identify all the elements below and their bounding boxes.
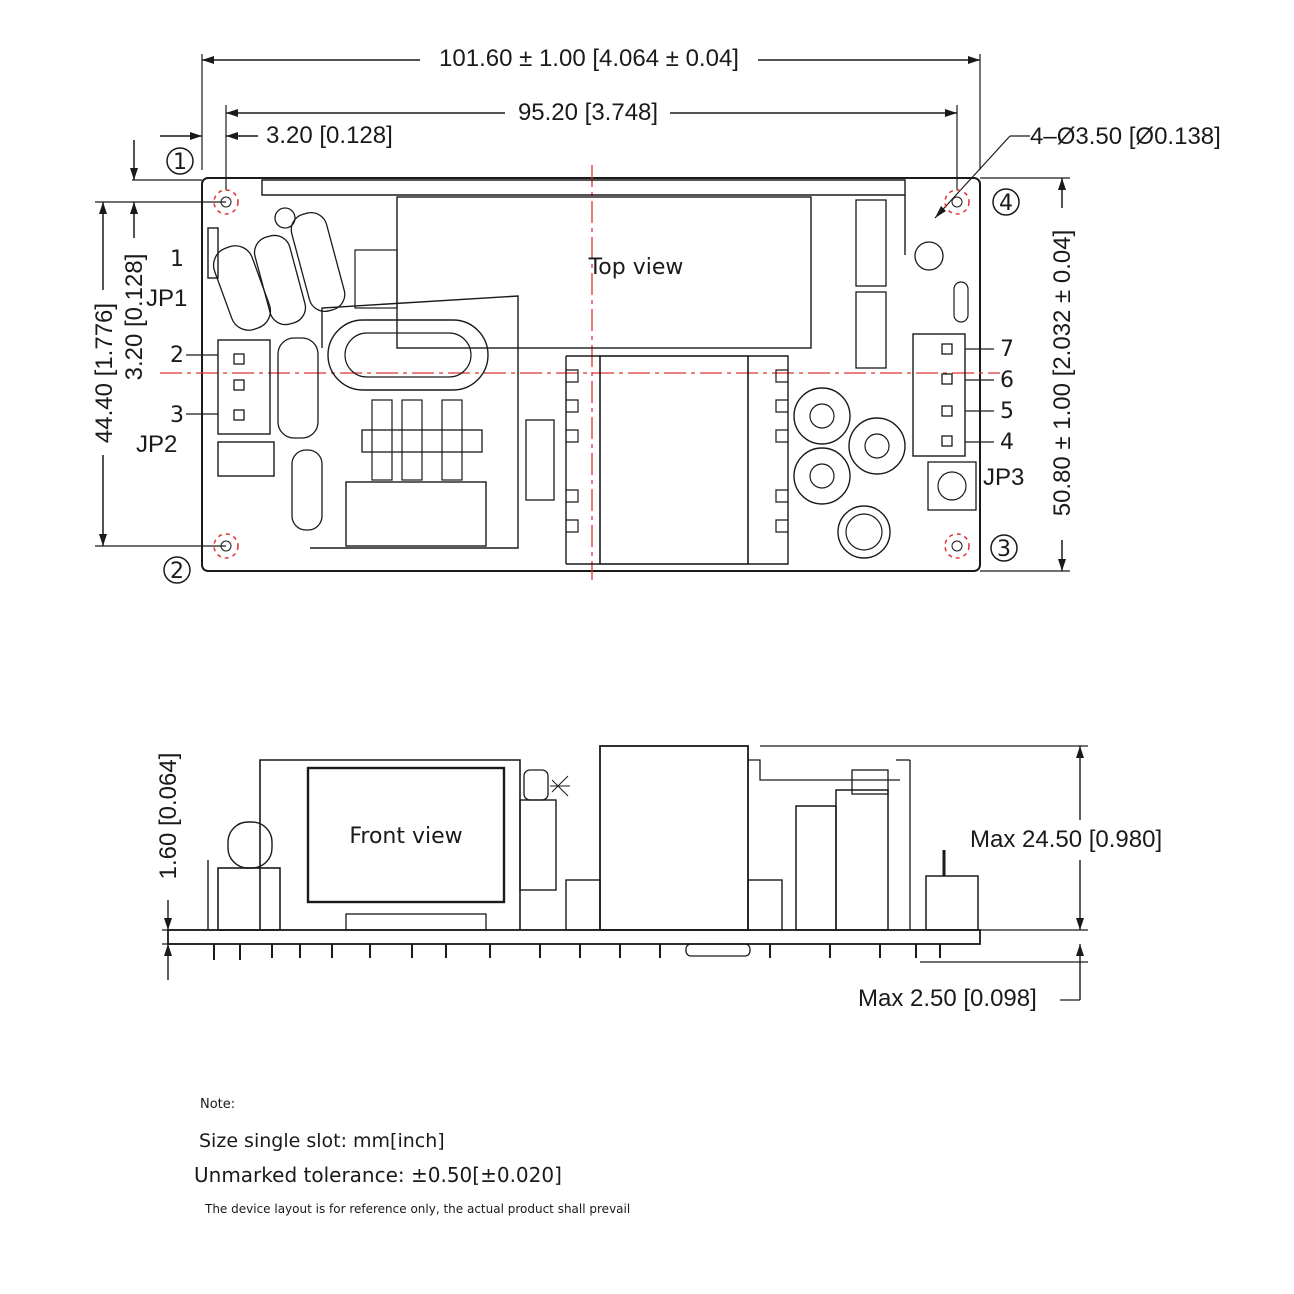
jp2-label: JP2 bbox=[136, 431, 177, 458]
hole-spec-callout: 4–Ø3.50 [Ø0.138] bbox=[934, 123, 1221, 219]
pcb-outline-top bbox=[201, 177, 981, 572]
hole-offset-y-dimension: 3.20 [0.128] bbox=[121, 140, 202, 380]
hole-pitch-x-label: 95.20 [3.748] bbox=[518, 99, 658, 126]
mounting-hole-3 bbox=[944, 533, 970, 559]
top-view-title: Top view bbox=[588, 255, 684, 280]
hole-number-1: 1 bbox=[173, 150, 187, 175]
pcb-thickness-label: 1.60 [0.064] bbox=[155, 753, 182, 880]
hole-offset-x-dimension: 3.20 [0.128] bbox=[160, 122, 393, 149]
pcb-outline-front bbox=[167, 929, 981, 945]
hole-number-2: 2 bbox=[170, 559, 184, 584]
note-tolerance: Unmarked tolerance: ±0.50[±0.020] bbox=[194, 1163, 562, 1187]
overall-width-label: 101.60 ± 1.00 [4.064 ± 0.04] bbox=[439, 45, 739, 72]
hole-number-4: 4 bbox=[999, 191, 1013, 216]
mounting-hole-1 bbox=[213, 189, 239, 215]
jp3-pin-4: 4 bbox=[1000, 430, 1014, 455]
jp3-pin-5: 5 bbox=[1000, 399, 1014, 424]
jp2-pin-2: 2 bbox=[170, 343, 184, 368]
top-view: 1 2 3 4 bbox=[136, 147, 1024, 584]
jp3-label: JP3 bbox=[983, 464, 1024, 491]
overall-height-label: 50.80 ± 1.00 [2.032 ± 0.04] bbox=[1049, 230, 1076, 517]
mounting-hole-2 bbox=[213, 533, 239, 559]
overall-width-dimension: 101.60 ± 1.00 [4.064 ± 0.04] bbox=[201, 45, 981, 170]
hole-pitch-y-label: 44.40 [1.776] bbox=[91, 303, 118, 443]
jp3-pin-7: 7 bbox=[1000, 337, 1014, 362]
jp2-pin-3: 3 bbox=[170, 403, 184, 428]
front-view-title: Front view bbox=[349, 824, 462, 849]
hole-pitch-y-dimension: 44.40 [1.776] bbox=[91, 201, 226, 547]
note-heading: Note: bbox=[200, 1097, 236, 1112]
hole-number-3: 3 bbox=[997, 537, 1011, 562]
front-view: Front view 1.60 [0.064] Max 24.50 [0.980… bbox=[155, 745, 1162, 1012]
hole-pitch-x-dimension: 95.20 [3.748] bbox=[225, 99, 958, 190]
note-disclaimer: The device layout is for reference only,… bbox=[205, 1202, 631, 1216]
hole-offset-x-label: 3.20 [0.128] bbox=[266, 122, 393, 149]
jp1-label: JP1 bbox=[146, 285, 187, 312]
max-bottom-label: Max 2.50 [0.098] bbox=[858, 985, 1037, 1012]
hole-spec-label: 4–Ø3.50 [Ø0.138] bbox=[1030, 123, 1221, 150]
mounting-hole-4 bbox=[944, 189, 970, 215]
hole-offset-y-label: 3.20 [0.128] bbox=[121, 254, 148, 381]
overall-height-dimension: 50.80 ± 1.00 [2.032 ± 0.04] bbox=[980, 177, 1076, 572]
jp1-pin-1: 1 bbox=[170, 247, 184, 272]
note-units: Size single slot: mm[inch] bbox=[199, 1130, 445, 1152]
jp3-pin-6: 6 bbox=[1000, 368, 1014, 393]
max-height-label: Max 24.50 [0.980] bbox=[970, 826, 1162, 853]
